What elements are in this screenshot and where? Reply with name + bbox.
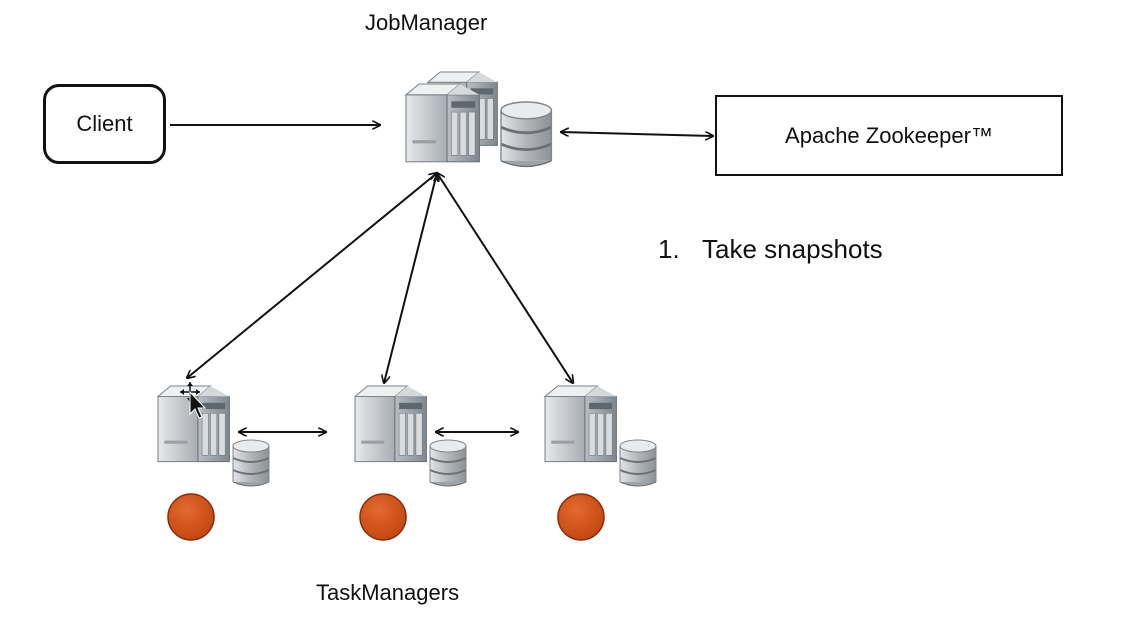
taskmanagers-label: TaskManagers bbox=[316, 580, 460, 605]
zookeeper-node: Apache Zookeeper™ bbox=[715, 95, 1063, 176]
taskmanager-3-server-icon bbox=[544, 385, 617, 463]
jobmanager-taskmanager-3-arrow bbox=[437, 173, 573, 383]
taskmanager-2-task-circle-icon bbox=[359, 493, 407, 541]
taskmanager-1-task-circle-icon bbox=[167, 493, 215, 541]
move-cursor-icon bbox=[180, 382, 207, 419]
jobmanager-taskmanager-1-arrow bbox=[187, 173, 437, 378]
jobmanager-label: JobManager bbox=[365, 10, 488, 35]
zookeeper-label: Apache Zookeeper™ bbox=[785, 122, 993, 148]
jobmanager-database-icon bbox=[499, 100, 553, 168]
step-text: Take snapshots bbox=[702, 234, 883, 264]
jobmanager-taskmanager-2-arrow bbox=[384, 173, 437, 383]
jobmanager-server-icon bbox=[405, 71, 498, 163]
taskmanager-3-task-circle-icon bbox=[557, 493, 605, 541]
step-number: 1. bbox=[658, 234, 680, 264]
jobmanager-zookeeper-arrow bbox=[561, 132, 713, 136]
client-label: Client bbox=[76, 111, 133, 136]
taskmanager-2-server-icon bbox=[354, 385, 427, 463]
step-list: 1. Take snapshots bbox=[658, 234, 883, 265]
taskmanager-3-database-icon bbox=[619, 439, 657, 487]
taskmanager-1-database-icon bbox=[232, 439, 270, 487]
taskmanager-2-database-icon bbox=[429, 439, 467, 487]
client-node: Client bbox=[43, 84, 166, 164]
